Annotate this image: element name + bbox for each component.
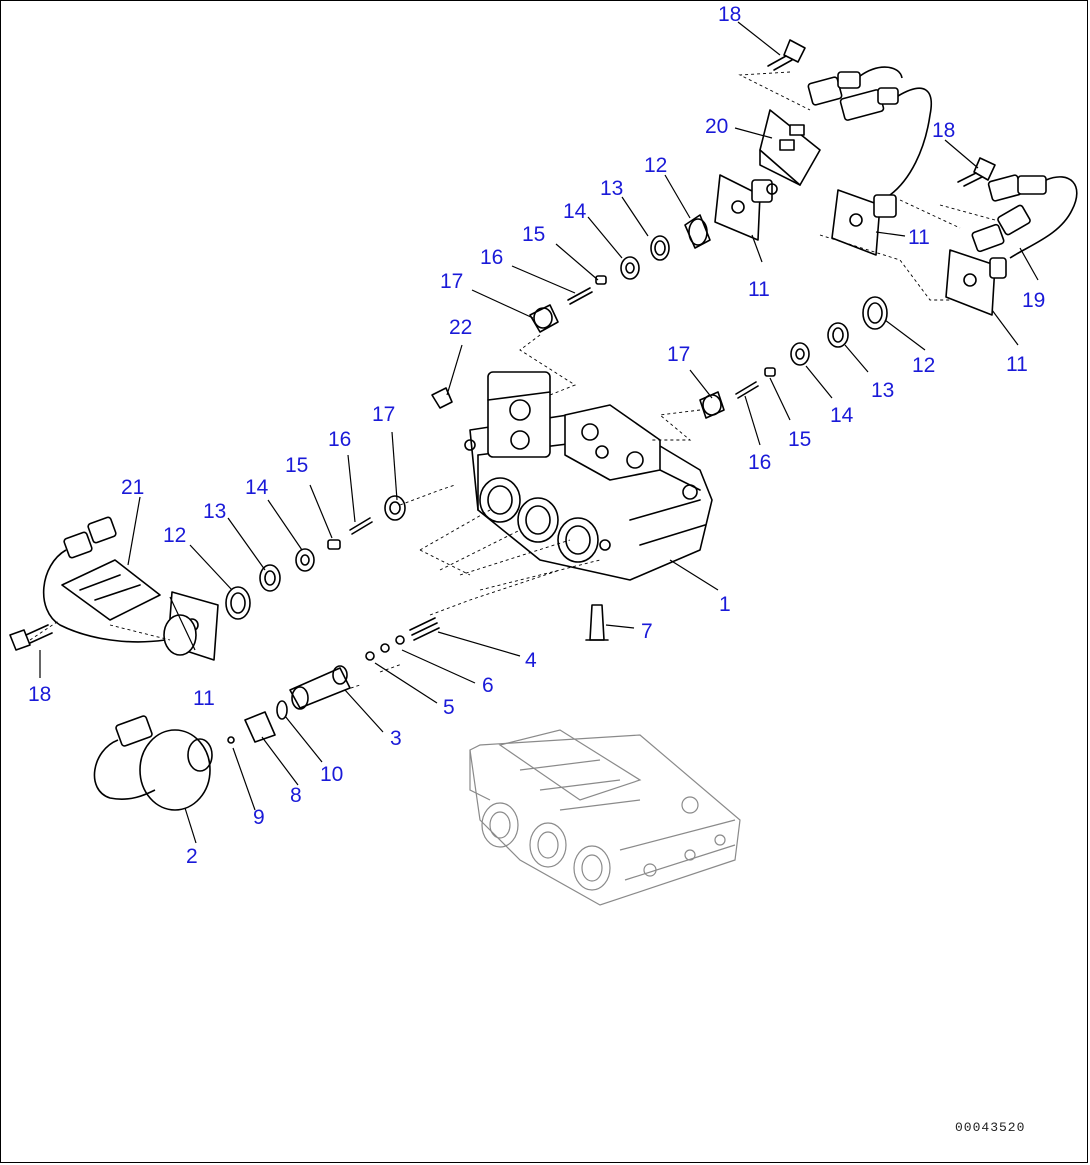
valve-body bbox=[464, 371, 713, 581]
label-21: 21 bbox=[121, 476, 144, 499]
label-3: 3 bbox=[390, 727, 402, 750]
label-17-upper: 17 bbox=[440, 270, 463, 293]
label-18-left: 18 bbox=[28, 683, 51, 706]
label-4: 4 bbox=[525, 649, 537, 672]
label-11-upper-right: 11 bbox=[908, 226, 930, 249]
solenoid-11-right bbox=[945, 174, 1078, 316]
label-15-right: 15 bbox=[788, 428, 811, 451]
label-6: 6 bbox=[482, 674, 494, 697]
label-2: 2 bbox=[186, 845, 198, 868]
label-12-right: 12 bbox=[912, 354, 935, 377]
label-16-upper: 16 bbox=[480, 246, 503, 269]
label-13-upper: 13 bbox=[600, 177, 623, 200]
label-7: 7 bbox=[641, 620, 653, 643]
label-11-top: 11 bbox=[748, 278, 770, 301]
label-11-left: 11 bbox=[193, 687, 215, 710]
connector-harness-top bbox=[807, 66, 932, 196]
label-17-right: 17 bbox=[667, 343, 690, 366]
solenoid-assembly-left bbox=[42, 516, 219, 661]
upper-parts-stack bbox=[529, 214, 711, 333]
label-11-right: 11 bbox=[1006, 353, 1028, 376]
label-15-left: 15 bbox=[285, 454, 308, 477]
label-5: 5 bbox=[443, 696, 455, 719]
label-1: 1 bbox=[719, 593, 731, 616]
label-15-upper: 15 bbox=[522, 223, 545, 246]
bolt-18-top bbox=[767, 39, 806, 71]
valve-parts-lower bbox=[227, 604, 609, 744]
label-12-upper: 12 bbox=[644, 154, 667, 177]
label-12-left: 12 bbox=[163, 524, 186, 547]
bolt-18-left bbox=[9, 624, 53, 651]
label-22: 22 bbox=[449, 316, 472, 339]
label-9: 9 bbox=[253, 806, 265, 829]
figure-code: 00043520 bbox=[955, 1120, 1025, 1135]
label-18-top: 18 bbox=[718, 3, 741, 26]
label-14-right: 14 bbox=[830, 404, 854, 427]
assembly-dashed-lines bbox=[29, 71, 996, 691]
label-14-upper: 14 bbox=[563, 200, 587, 223]
label-17-left: 17 bbox=[372, 403, 395, 426]
label-10: 10 bbox=[320, 763, 343, 786]
solenoid-assembly-top bbox=[714, 109, 821, 241]
label-8: 8 bbox=[290, 784, 302, 807]
part-labels: 18 20 12 13 14 15 16 17 22 11 18 11 19 1… bbox=[28, 3, 1045, 868]
right-parts-stack bbox=[431, 296, 888, 419]
label-19: 19 bbox=[1022, 289, 1045, 312]
solenoid-2 bbox=[93, 715, 213, 811]
left-parts-stack bbox=[225, 495, 406, 620]
solenoid-11-upper-right bbox=[831, 189, 897, 256]
assembly-reference-view bbox=[469, 729, 741, 906]
label-20: 20 bbox=[705, 115, 728, 138]
bolt-18-right bbox=[957, 157, 996, 187]
label-16-right: 16 bbox=[748, 451, 771, 474]
label-13-left: 13 bbox=[203, 500, 226, 523]
label-13-right: 13 bbox=[871, 379, 894, 402]
label-16-left: 16 bbox=[328, 428, 351, 451]
leader-lines bbox=[39, 21, 1039, 844]
label-14-left: 14 bbox=[245, 476, 269, 499]
label-18-right: 18 bbox=[932, 119, 955, 142]
